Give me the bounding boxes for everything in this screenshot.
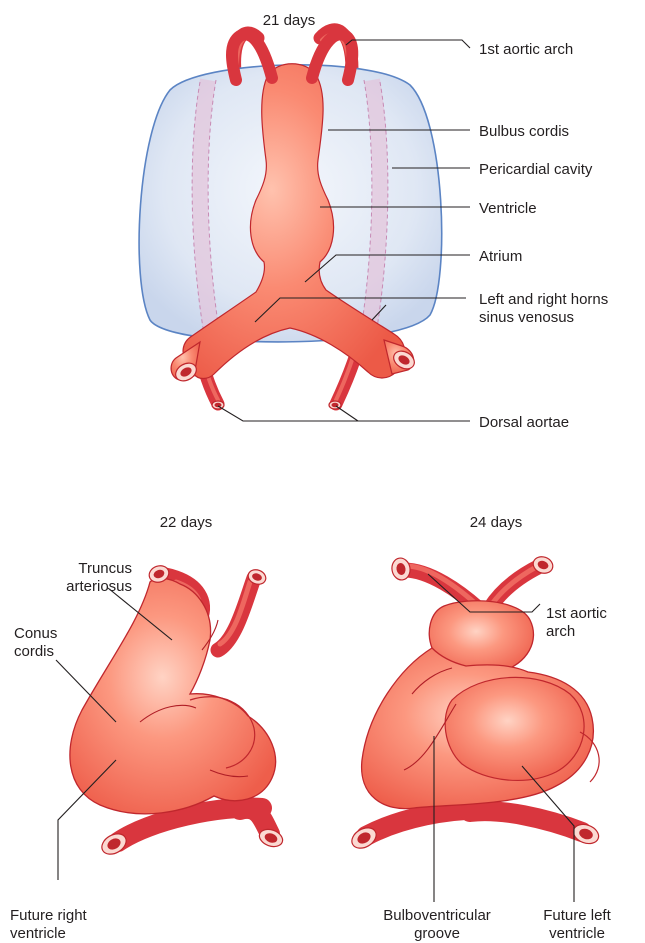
label-dorsal-aortae: Dorsal aortae	[479, 414, 569, 431]
stage-label-22-days: 22 days	[160, 514, 213, 531]
label-future-right-ventricle-line1: Future right	[10, 907, 88, 924]
panel-21-days: 21 days	[139, 12, 608, 431]
label-bulboventricular-groove-line2: groove	[414, 925, 460, 942]
label-conus-line1: Conus	[14, 625, 57, 642]
label-future-left-ventricle-line2: ventricle	[549, 925, 605, 942]
label-1st-aortic-arch-line1: 1st aortic	[546, 605, 607, 622]
heart-22-days	[70, 563, 285, 858]
stage-label-21-days: 21 days	[263, 12, 316, 29]
label-future-right-ventricle-line2: ventricle	[10, 925, 66, 942]
label-truncus-line1: Truncus	[78, 560, 132, 577]
label-1st-aortic-arch-line2: arch	[546, 623, 575, 640]
label-future-left-ventricle-line1: Future left	[543, 907, 611, 924]
label-atrium: Atrium	[479, 248, 522, 265]
label-bulboventricular-groove-line1: Bulboventricular	[383, 907, 491, 924]
label-ventricle: Ventricle	[479, 200, 537, 217]
panel-22-days: 22 days	[10, 514, 285, 942]
label-truncus-line2: arteriosus	[66, 578, 132, 595]
label-pericardial-cavity: Pericardial cavity	[479, 161, 593, 178]
heart-24-days	[348, 554, 601, 852]
panel-24-days: 24 days	[348, 514, 611, 942]
label-conus-line2: cordis	[14, 643, 54, 660]
label-sinus-horns-line2: sinus venosus	[479, 309, 574, 326]
stage-label-24-days: 24 days	[470, 514, 523, 531]
label-sinus-horns-line1: Left and right horns	[479, 291, 608, 308]
label-1st-aortic-arch-top: 1st aortic arch	[479, 41, 573, 58]
label-bulbus-cordis: Bulbus cordis	[479, 123, 569, 140]
